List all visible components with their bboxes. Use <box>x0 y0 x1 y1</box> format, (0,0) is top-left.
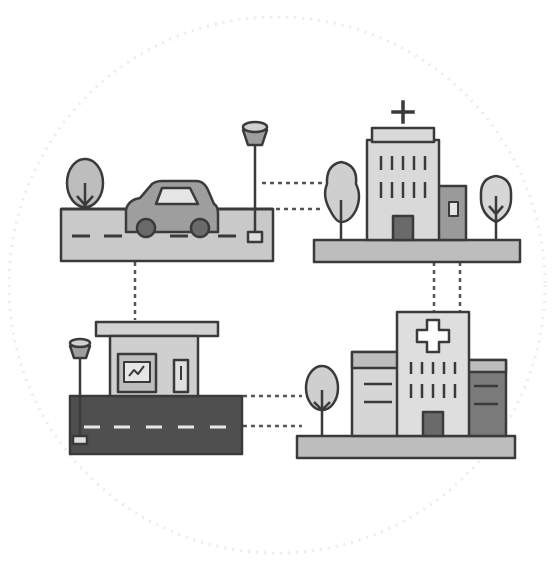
background-circle <box>9 17 545 553</box>
